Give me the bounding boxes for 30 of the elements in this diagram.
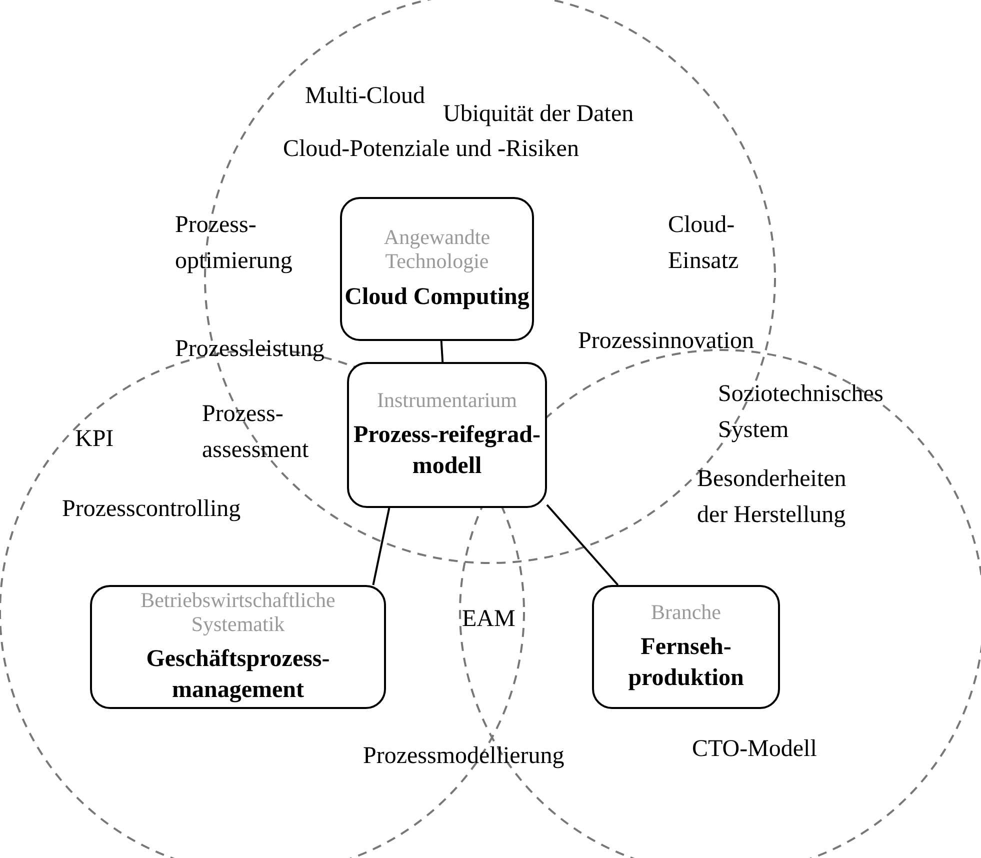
topic-label: Prozessmodellierung bbox=[363, 742, 564, 771]
rounded-box bbox=[340, 197, 534, 341]
category-heading: Angewandte Technologie bbox=[382, 225, 492, 274]
topic-label: Cloud-Potenziale und -Risiken bbox=[283, 135, 579, 164]
connector-line bbox=[440, 340, 444, 362]
topic-title: Cloud Computing bbox=[344, 282, 530, 312]
topic-label: Prozessleistung bbox=[175, 335, 324, 364]
topic-label: Ubiquität der Daten bbox=[443, 100, 634, 129]
rounded-box bbox=[90, 585, 386, 709]
topic-title: Prozess-reifegrad-modell bbox=[352, 420, 542, 482]
connector-line bbox=[546, 504, 619, 586]
topic-label: Prozesscontrolling bbox=[62, 495, 241, 524]
rounded-box bbox=[592, 585, 780, 709]
topic-label: Cloud-Einsatz bbox=[668, 211, 740, 276]
topic-label: Prozess-assessment bbox=[202, 400, 310, 465]
topic-label: CTO-Modell bbox=[692, 735, 817, 764]
topic-label: Prozessinnovation bbox=[578, 327, 754, 356]
category-heading: Branche bbox=[651, 600, 721, 624]
category-heading: Betriebswirtschaftliche Systematik bbox=[140, 588, 336, 636]
topic-label: EAM bbox=[462, 605, 516, 634]
topic-label: Soziotechnisches System bbox=[718, 380, 884, 445]
topic-label: Prozess-optimierung bbox=[175, 211, 294, 276]
topic-label: KPI bbox=[75, 425, 114, 454]
topic-label: Multi-Cloud bbox=[305, 82, 426, 111]
rounded-box bbox=[347, 362, 547, 508]
topic-title: Fernseh-produktion bbox=[627, 632, 745, 694]
connector-line bbox=[372, 508, 390, 586]
topic-title: Geschäftsprozess-management bbox=[145, 644, 331, 706]
category-heading: Instrumentarium bbox=[377, 388, 517, 412]
topic-label: Besonderheiten der Herstellung bbox=[697, 465, 848, 530]
